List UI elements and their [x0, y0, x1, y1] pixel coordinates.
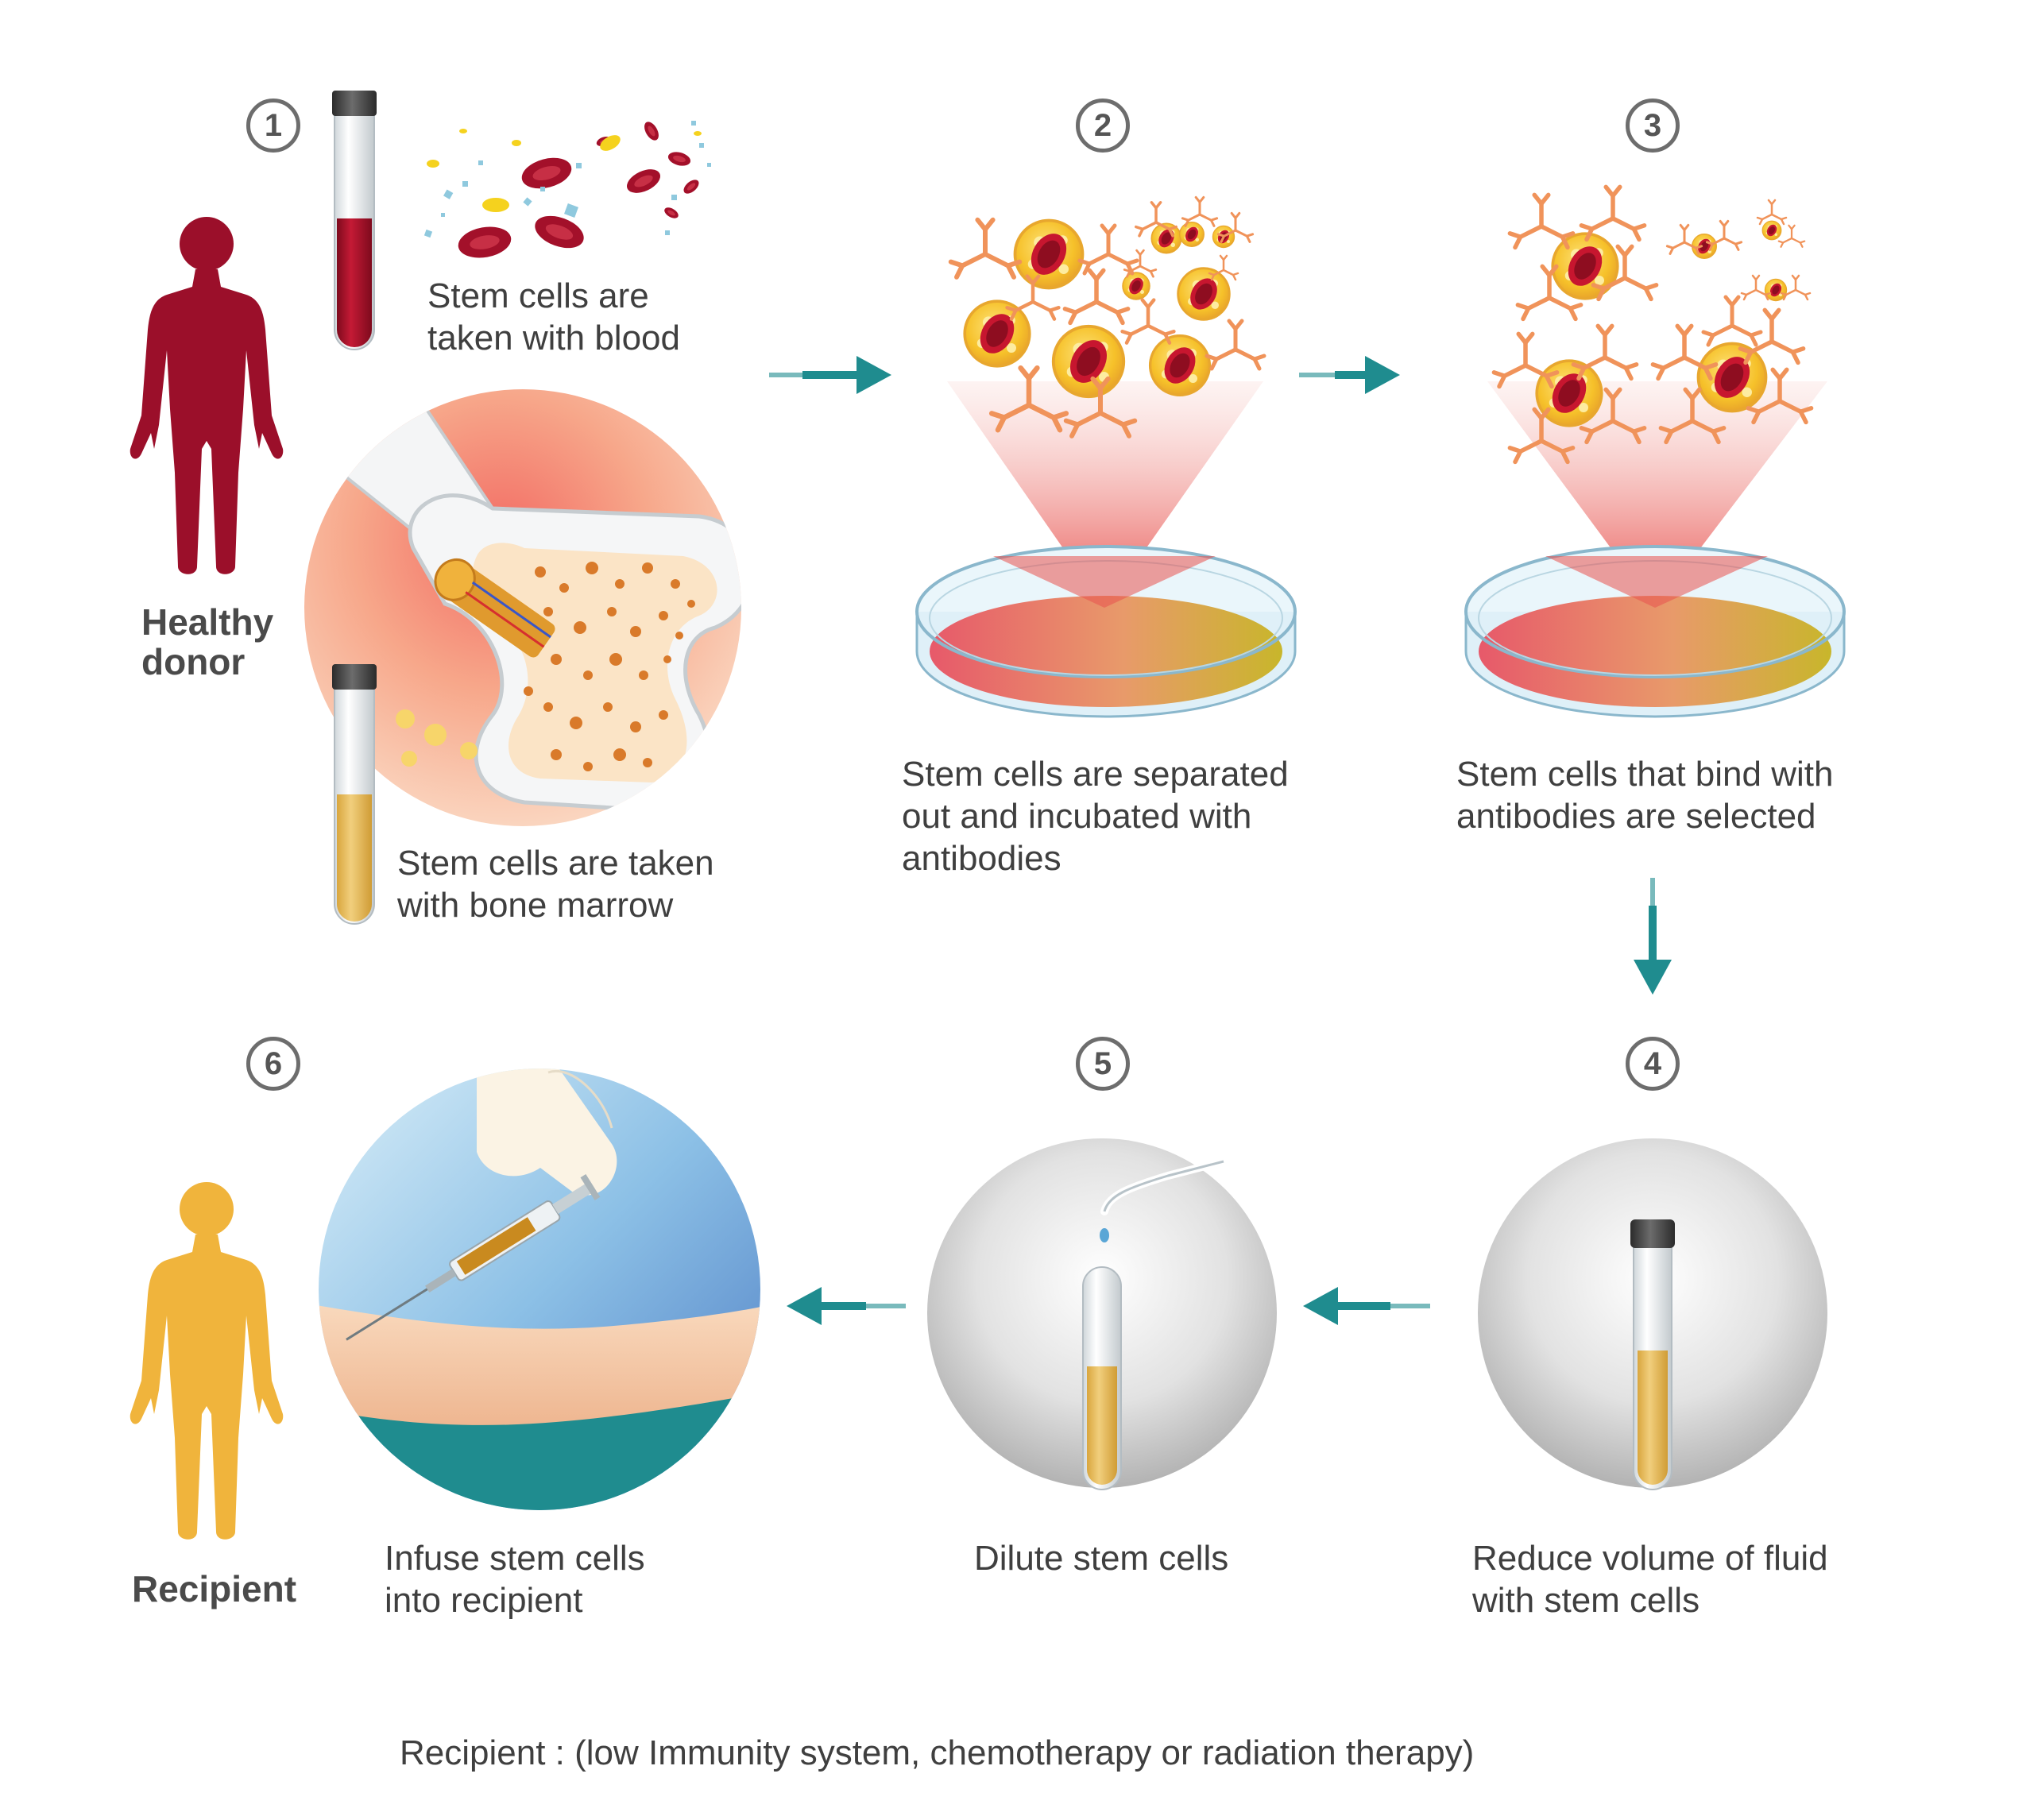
step-3-caption: Stem cells that bind with antibodies are…: [1456, 755, 1834, 836]
incubation-illustration: [915, 195, 1297, 718]
donor-label: Healthy donor: [141, 601, 274, 682]
step-1-blood-caption: Stem cells are taken with blood: [427, 276, 680, 357]
recipient-label: Recipient: [132, 1568, 297, 1609]
step-number-5: 5: [1076, 1037, 1130, 1091]
step-1-marrow-caption: Stem cells are taken with bone marrow: [397, 844, 714, 925]
blood-test-tube-icon: [332, 91, 377, 350]
infusion-illustration: [319, 1068, 760, 1510]
arrow-icon: [769, 356, 1672, 1325]
step-number-1: 1: [246, 99, 300, 153]
reduce-volume-illustration: [1478, 1138, 1827, 1490]
step-number-2: 2: [1076, 99, 1130, 153]
step-4-caption: Reduce volume of fluid with stem cells: [1472, 1539, 1828, 1620]
recipient-silhouette-icon: [130, 1182, 284, 1540]
dilute-illustration: [927, 1138, 1277, 1490]
step-2-caption: Stem cells are separated out and incubat…: [902, 755, 1289, 878]
marrow-test-tube-icon: [332, 664, 377, 925]
bone-marrow-icon: [304, 389, 741, 826]
step-5-caption: Dilute stem cells: [974, 1539, 1229, 1578]
step-6-caption: Infuse stem cells into recipient: [385, 1539, 645, 1620]
blood-cells-icon: [423, 119, 711, 262]
step-number-6: 6: [246, 1037, 300, 1091]
selection-illustration: [1464, 187, 1846, 718]
footnote: Recipient : (low Immunity system, chemot…: [400, 1733, 1475, 1772]
step-number-4: 4: [1626, 1037, 1680, 1091]
step-number-3: 3: [1626, 99, 1680, 153]
donor-silhouette-icon: [130, 217, 284, 574]
